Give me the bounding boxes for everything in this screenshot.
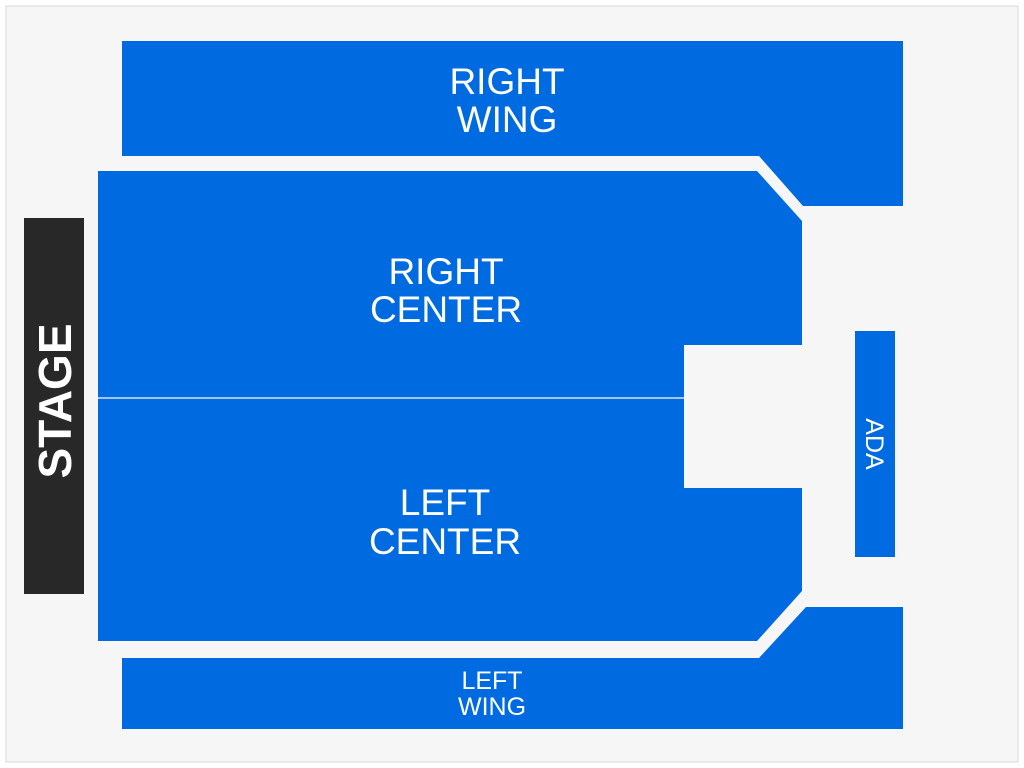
section-left-center[interactable]: LEFT CENTER [98, 398, 802, 641]
section-left-wing-label-line1: LEFT [461, 667, 522, 695]
section-right-wing-label-line2: WING [457, 99, 558, 140]
section-ada[interactable]: ADA [855, 331, 895, 557]
section-left-wing-label-line2: WING [458, 693, 526, 721]
section-right-wing-shape[interactable] [122, 41, 903, 206]
stage-label: STAGE [29, 323, 81, 478]
section-left-wing[interactable]: LEFT WING [122, 607, 903, 729]
section-left-center-shape[interactable] [98, 398, 802, 641]
stage: STAGE [24, 218, 84, 594]
stage-block [24, 218, 84, 594]
section-left-wing-shape[interactable] [122, 607, 903, 729]
section-right-center-label-line2: CENTER [370, 289, 522, 330]
section-right-center-label-line1: RIGHT [388, 251, 503, 292]
section-right-wing-label-line1: RIGHT [449, 61, 564, 102]
section-left-center-label-line2: CENTER [369, 521, 521, 562]
section-ada-label: ADA [860, 418, 888, 470]
section-right-wing[interactable]: RIGHT WING [122, 41, 903, 206]
section-right-center[interactable]: RIGHT CENTER [98, 171, 802, 398]
section-ada-shape[interactable] [855, 331, 895, 557]
section-right-center-shape[interactable] [98, 171, 802, 398]
section-left-center-label-line1: LEFT [400, 482, 490, 523]
